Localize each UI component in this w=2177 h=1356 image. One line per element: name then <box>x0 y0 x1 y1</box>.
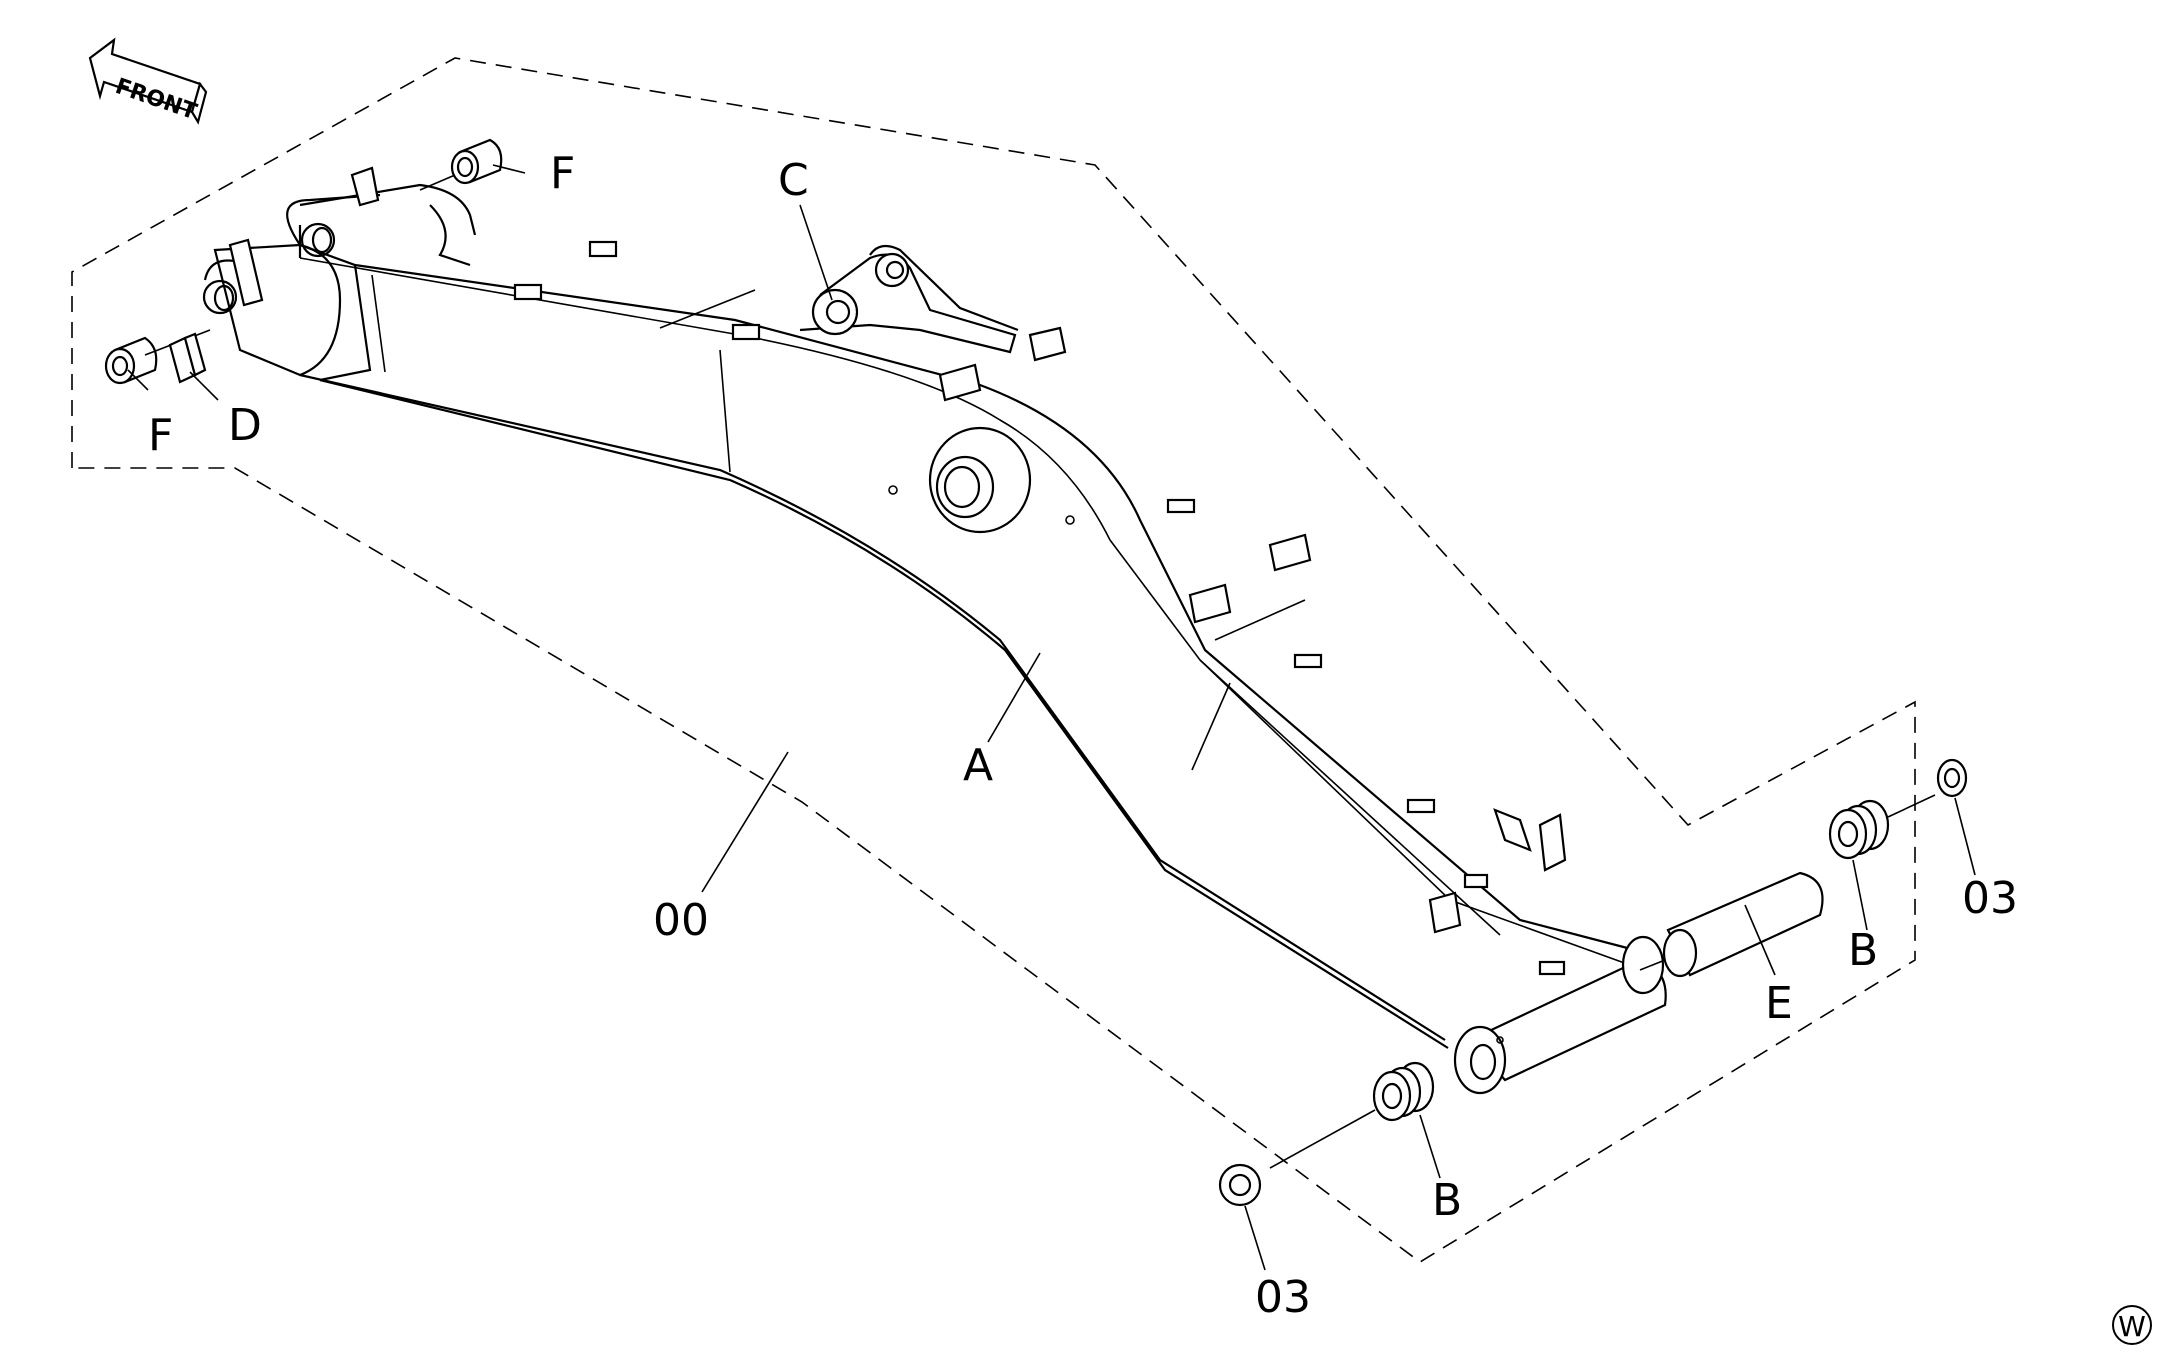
corner-mark-label: W <box>2118 1310 2146 1343</box>
callout-assembly: 00 <box>653 895 709 946</box>
bushing-f-upper <box>419 138 503 191</box>
callout-f-lower: F <box>148 410 173 461</box>
callout-a: A <box>963 740 993 791</box>
bushing-f-lower <box>104 329 211 385</box>
washer-03-upper <box>1936 758 1968 798</box>
callout-b-lower: B <box>1432 1175 1462 1226</box>
callout-f-upper: F <box>550 148 575 199</box>
callout-e: E <box>1765 978 1793 1029</box>
front-arrow-icon: FRONT <box>88 37 208 125</box>
boom-body <box>202 166 1667 1095</box>
shim-d <box>168 332 207 384</box>
washer-03-lower <box>1218 1163 1262 1207</box>
pin-e <box>1639 871 1824 978</box>
bushing-b-upper <box>1828 794 1936 860</box>
bushing-b-lower <box>1269 1061 1435 1169</box>
callout-c: C <box>778 155 809 206</box>
callout-b-upper: B <box>1848 925 1878 976</box>
corner-mark: W <box>2112 1305 2152 1345</box>
callout-d: D <box>228 400 262 451</box>
assembly-boundary <box>71 57 1916 1263</box>
callout-washer-lower: 03 <box>1255 1272 1311 1323</box>
callout-washer-upper: 03 <box>1962 873 2018 924</box>
